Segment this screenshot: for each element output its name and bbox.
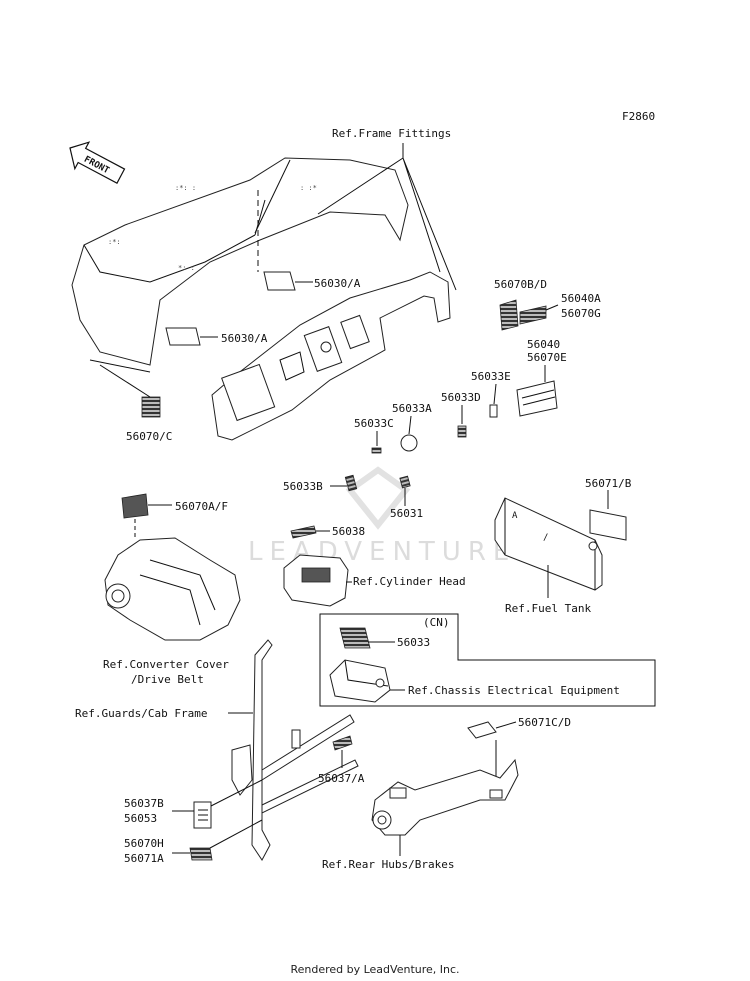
svg-text:: :*: : :*	[300, 184, 317, 192]
label-56040: 56040	[527, 338, 560, 351]
sticker-56037a	[332, 735, 353, 751]
label-56040a: 56040A	[561, 292, 601, 305]
figure-code: F2860	[622, 110, 655, 123]
label-56070h: 56070H	[124, 837, 164, 850]
sticker-56033b	[344, 474, 358, 492]
label-56033c: 56033C	[354, 417, 394, 430]
converter-drawing	[104, 493, 241, 641]
label-frame-fittings: Ref.Frame Fittings	[332, 127, 451, 140]
sticker-56033d	[457, 425, 467, 438]
footer-credit: Rendered by LeadVenture, Inc.	[290, 963, 460, 976]
label-56038: 56038	[332, 525, 365, 538]
label-56070bd: 56070B/D	[494, 278, 547, 291]
front-arrow-icon: FRONT	[69, 141, 126, 184]
label-cylinder-head: Ref.Cylinder Head	[353, 575, 466, 588]
label-56030a-mid: 56030/A	[221, 332, 268, 345]
label-56053: 56053	[124, 812, 157, 825]
label-56037a: 56037/A	[318, 772, 365, 785]
label-rear-hubs: Ref.Rear Hubs/Brakes	[322, 858, 454, 871]
label-56070g: 56070G	[561, 307, 601, 320]
label-56071b: 56071/B	[585, 477, 632, 490]
svg-text::*: :: :*: :	[175, 184, 196, 192]
sticker-56033	[339, 627, 371, 649]
cab-frame-drawing	[231, 639, 359, 861]
label-56033: 56033	[397, 636, 430, 649]
label-56071cd: 56071C/D	[518, 716, 571, 729]
label-56033e: 56033E	[471, 370, 511, 383]
sticker-56030a-mid	[165, 327, 201, 346]
sticker-56071b	[589, 509, 627, 541]
watermark-logo	[345, 466, 411, 530]
svg-text::*:: :*:	[108, 238, 121, 246]
sticker-56033e	[489, 404, 498, 418]
cn-box	[319, 613, 656, 707]
label-cn: (CN)	[423, 616, 450, 629]
label-guards-cab: Ref.Guards/Cab Frame	[75, 707, 207, 720]
cylinder-head-drawing	[283, 554, 349, 607]
sticker-56038	[290, 525, 317, 539]
label-56070e: 56070E	[527, 351, 567, 364]
fuel-tank-drawing: A /	[494, 497, 603, 591]
ecu-drawing	[329, 659, 391, 703]
label-56070af: 56070A/F	[175, 500, 228, 513]
label-56071a: 56071A	[124, 852, 164, 865]
label-56031: 56031	[390, 507, 423, 520]
watermark: LEADVENTURE	[248, 537, 516, 567]
sticker-56070c	[141, 396, 161, 418]
svg-text:*: :: *: :	[178, 264, 195, 272]
sticker-56040	[516, 380, 558, 417]
label-56033b: 56033B	[283, 480, 323, 493]
svg-text:/: /	[543, 533, 548, 543]
label-chassis-electrical: Ref.Chassis Electrical Equipment	[408, 684, 620, 697]
sticker-56071cd	[467, 721, 497, 739]
dash-panel-drawing	[211, 271, 451, 441]
sticker-56070bd	[499, 299, 519, 331]
label-56030a-top: 56030/A	[314, 277, 361, 290]
sticker-56040a	[519, 305, 547, 325]
sticker-56070h	[189, 847, 213, 861]
sticker-56033a	[400, 434, 418, 452]
svg-text:A: A	[512, 511, 518, 521]
label-fuel-tank: Ref.Fuel Tank	[505, 602, 591, 615]
label-converter-cover-2: /Drive Belt	[131, 673, 204, 686]
label-56070c: 56070/C	[126, 430, 172, 443]
label-converter-cover-1: Ref.Converter Cover	[103, 658, 229, 671]
label-56033a: 56033A	[392, 402, 432, 415]
sticker-56033c	[371, 447, 382, 454]
label-56033d: 56033D	[441, 391, 481, 404]
rear-hub-drawing	[371, 758, 519, 836]
label-56037b: 56037B	[124, 797, 164, 810]
sticker-56031	[399, 475, 411, 489]
sticker-56030a-top	[263, 271, 296, 291]
